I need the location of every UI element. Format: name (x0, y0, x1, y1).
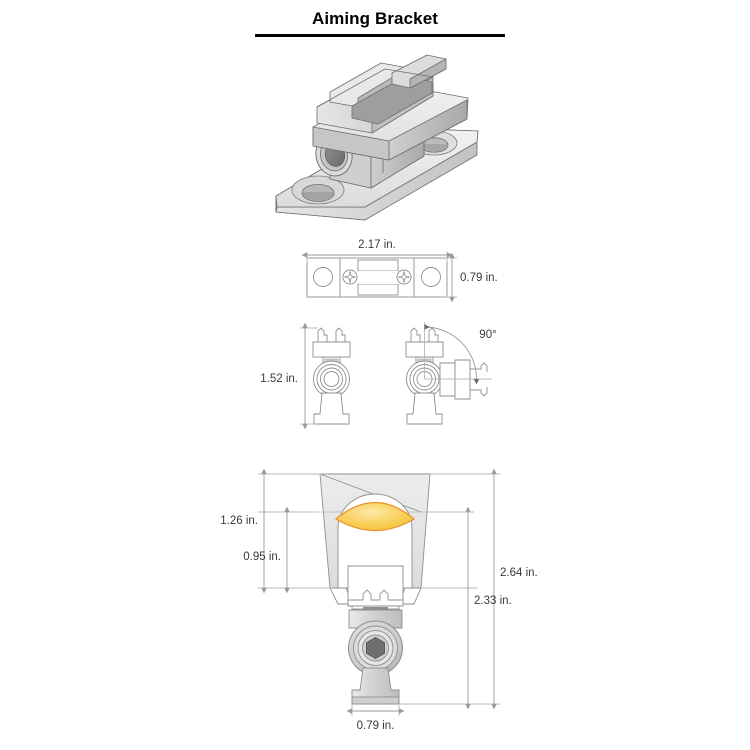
dimension-side-height-label: 1.52 in. (260, 373, 298, 385)
side-view-rotated: 90° (405, 322, 497, 425)
luminaire-assembly-view: 1.26 in. 0.95 in. 2.64 in. 2.33 in. (220, 468, 538, 732)
dimension-top-width-label: 2.17 in. (358, 239, 396, 251)
dimension-top-depth-label: 0.79 in. (460, 272, 498, 284)
dimension-rotation-angle-label: 90° (479, 329, 496, 341)
dimension-base-width: 0.79 in. (346, 704, 405, 732)
dimension-rotation-angle: 90° (424, 322, 497, 385)
title-block: Aiming Bracket (0, 8, 750, 33)
assembly-pivot-hub (348, 620, 403, 676)
top-view-screw-left (342, 269, 358, 285)
iso-rail-clamp (316, 54, 447, 134)
dimension-top-depth: 0.79 in. (445, 252, 498, 303)
dimension-lens-height: 1.26 in. (220, 468, 267, 594)
hex-socket-icon (366, 636, 385, 660)
top-view-screw-right (396, 269, 412, 285)
dimension-base-width-label: 0.79 in. (357, 720, 395, 732)
iso-countersink-hole-left (291, 175, 345, 205)
assembly-rail-clamp (347, 565, 404, 607)
dimension-mount-height: 2.33 in. (429, 506, 512, 710)
page-title: Aiming Bracket (311, 9, 439, 28)
top-view: 2.17 in. 0.79 in. (301, 239, 498, 303)
dimension-mount-height-label: 2.33 in. (474, 595, 512, 607)
top-view-hole-left (313, 267, 333, 287)
amber-lens (334, 501, 416, 532)
side-view-upright: 1.52 in. (260, 322, 351, 430)
side-view-pivot-hub (313, 360, 350, 398)
isometric-view (275, 54, 479, 221)
dimension-side-height: 1.52 in. (260, 322, 318, 430)
dimension-body-height-label: 0.95 in. (243, 551, 281, 563)
dimension-body-height: 0.95 in. (243, 506, 290, 594)
dimension-overall-height: 2.64 in. (491, 468, 538, 710)
top-view-hole-right (421, 267, 441, 287)
dimension-top-width: 2.17 in. (301, 239, 453, 262)
title-underline (255, 34, 505, 37)
assembly-foot (351, 667, 400, 705)
dimension-overall-height-label: 2.64 in. (500, 567, 538, 579)
dimension-lens-height-label: 1.26 in. (220, 515, 258, 527)
